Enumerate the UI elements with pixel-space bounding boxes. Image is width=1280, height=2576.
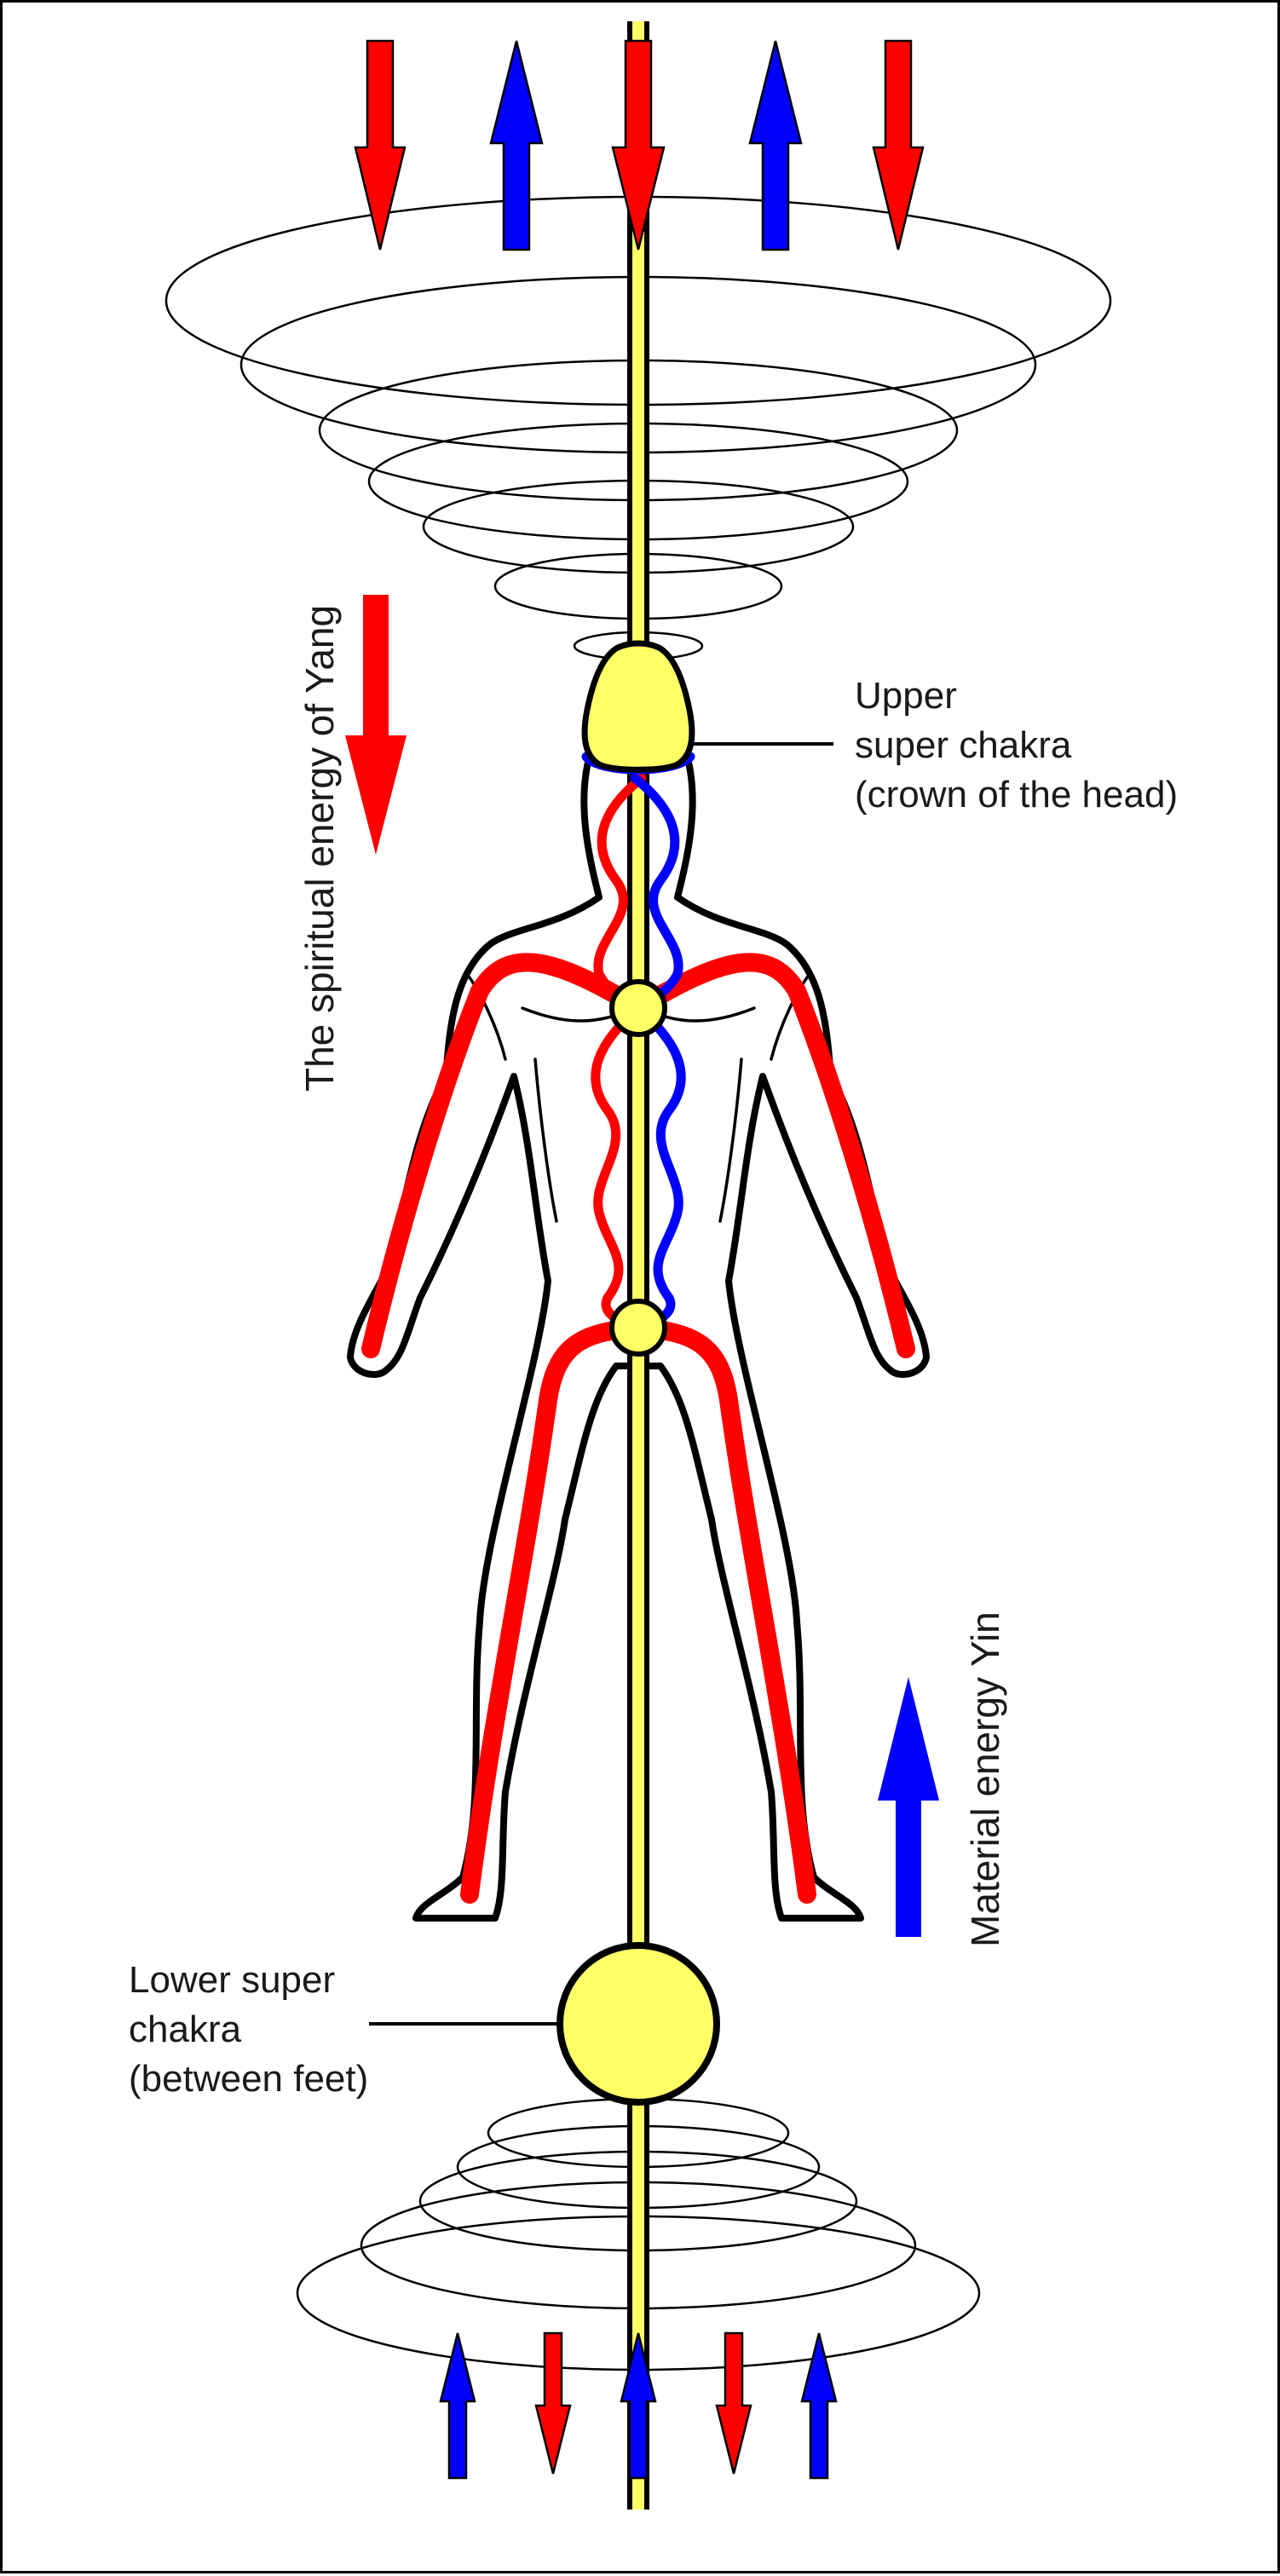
down-arrow-icon [715,2331,752,2475]
down-arrow-icon [354,39,406,251]
up-arrow-icon [748,40,803,251]
body-detail-lines [465,972,811,1223]
navel-chakra [609,1299,667,1357]
up-arrow-icon [620,2332,657,2480]
human-body-outline [347,749,930,1922]
diagram-canvas [164,21,1112,2510]
lower-super-chakra [556,1942,720,2106]
up-arrow-icon [439,2332,476,2480]
upper-chakra-label-line-3: (crown of the head) [855,774,1179,815]
bottom-energy-arrows [439,2331,838,2480]
yang-spine-wave [591,773,647,1333]
down-arrow-icon [345,595,406,855]
down-arrow-icon [611,39,666,251]
yin-direction-arrow [878,1677,939,1937]
yin-energy-label: Material energy Yin [963,1611,1007,1947]
up-arrow-icon [878,1677,939,1937]
central-energy-channel [627,21,649,2510]
upper-chakra-label: Upper super chakra (crown of the head) [855,671,1178,820]
down-arrow-icon [534,2331,572,2475]
lower-chakra-label-line-1: Lower super [129,1959,336,2001]
top-energy-arrows [354,39,925,251]
up-arrow-icon [489,40,544,251]
lower-chakra-label-line-2: chakra [129,2008,242,2050]
yang-direction-arrow [345,595,406,855]
up-arrow-icon [800,2332,838,2480]
lower-chakra-label-line-3: (between feet) [129,2058,369,2100]
upper-chakra-label-line-1: Upper [855,675,957,717]
yang-energy-channels [361,953,915,1904]
heart-chakra [609,979,667,1037]
yang-energy-label: The spiritual energy of Yang [297,604,342,1092]
upper-super-chakra [581,640,695,773]
lower-chakra-label: Lower super chakra (between feet) [129,1956,368,2104]
down-arrow-icon [872,39,925,251]
upper-chakra-label-line-2: super chakra [855,724,1072,766]
